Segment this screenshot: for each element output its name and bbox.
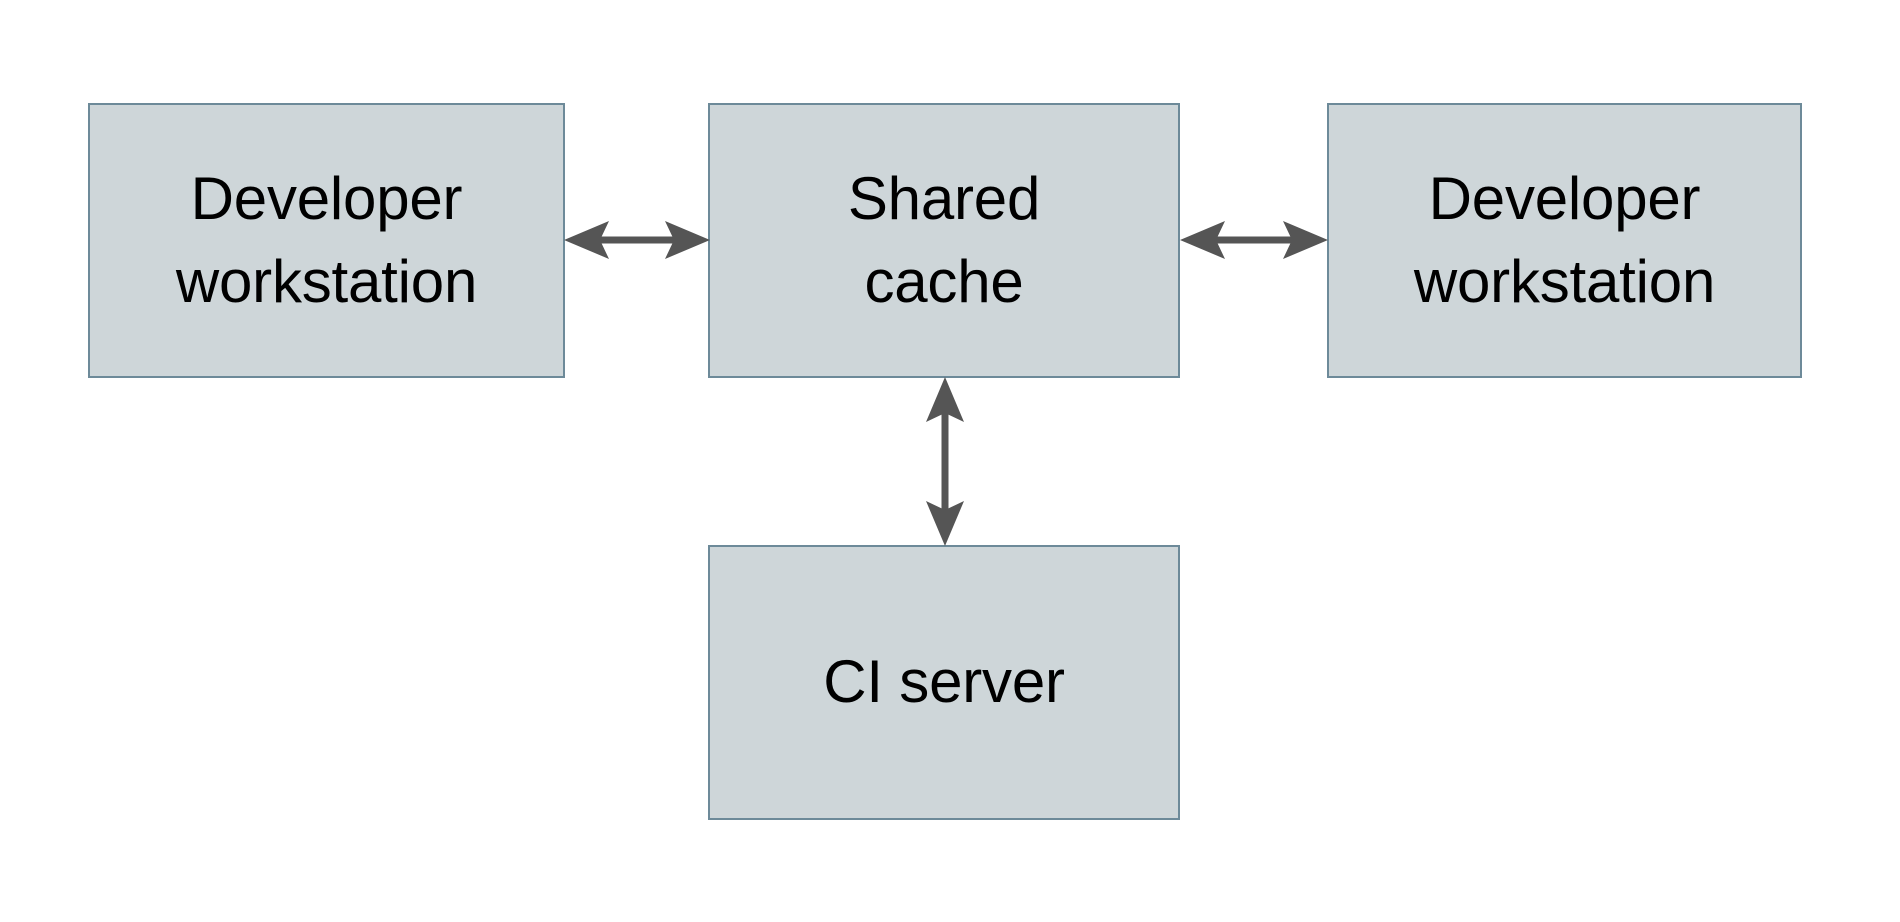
node-label: Developer workstation [175,164,478,315]
arrow-line [941,400,949,523]
node-developer-workstation-left[interactable]: Developer workstation [88,103,565,378]
node-shared-cache[interactable]: Shared cache [708,103,1180,378]
arrow-head-up [926,377,964,422]
arrow-head-right [1283,221,1328,259]
node-label: Developer workstation [1413,164,1716,315]
arrow-head-left [1180,221,1225,259]
arrow-head-down [926,501,964,546]
edge-shared-cache-to-ci-server [918,376,972,547]
node-ci-server[interactable]: CI server [708,545,1180,820]
node-label: Shared cache [847,164,1041,315]
edge-shared-cache-to-right-workstation [1179,214,1329,266]
arrow-line [1203,236,1305,244]
node-label: CI server [823,648,1065,716]
node-developer-workstation-right[interactable]: Developer workstation [1327,103,1802,378]
edge-left-workstation-to-shared-cache [563,214,711,266]
arrow-head-left [564,221,609,259]
arrow-line [587,236,687,244]
arrow-head-right [665,221,710,259]
